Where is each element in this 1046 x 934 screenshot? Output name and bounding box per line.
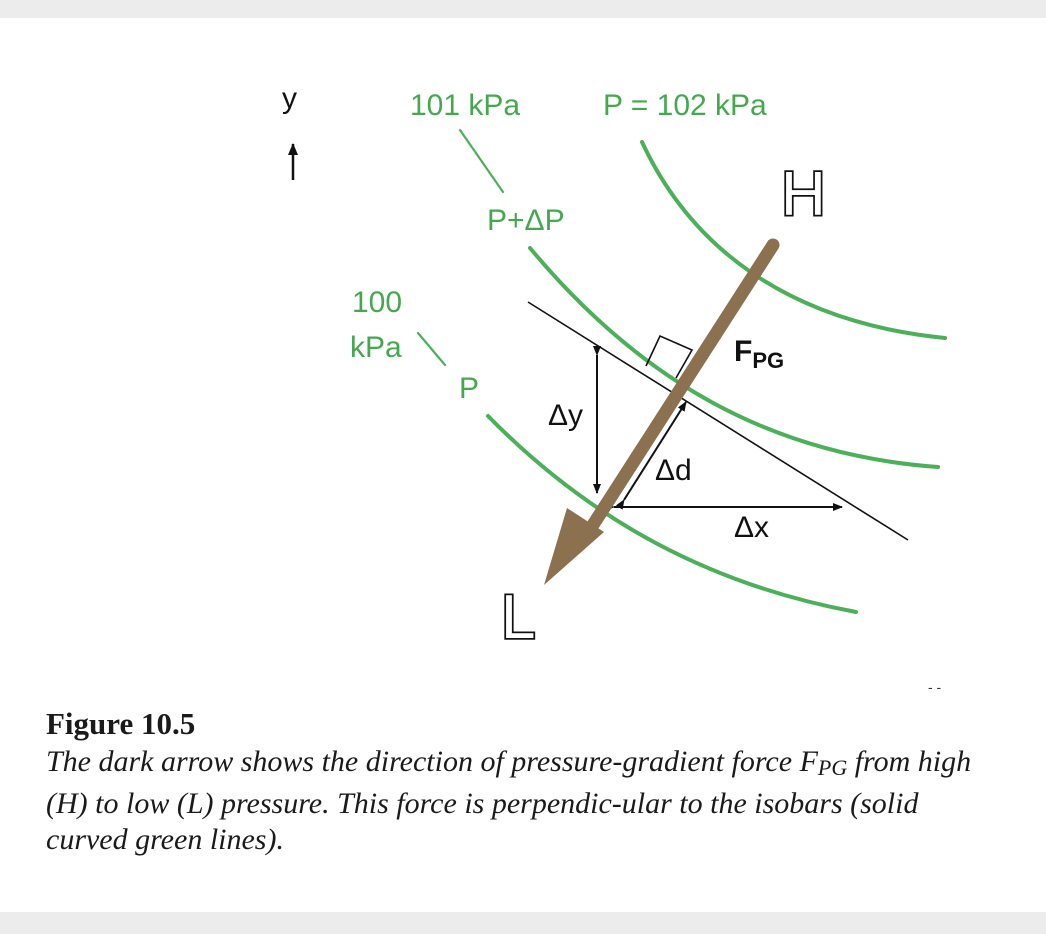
- force-arrow-head-icon: [544, 508, 604, 585]
- paper-edge-top: [0, 0, 1046, 18]
- isobar-label-p-plus-dp: P+ΔP: [487, 204, 565, 237]
- delta-x-label: Δx: [734, 511, 769, 544]
- isobar-101-kpa: [528, 246, 940, 469]
- leader-100-kpa: [416, 331, 447, 367]
- force-label-sub: PG: [752, 348, 784, 373]
- caption-force-sub: PG: [817, 755, 848, 780]
- force-arrow-shaft: [584, 238, 780, 535]
- high-pressure-label: H: [781, 160, 826, 229]
- isobar-label-100-line1: 100: [352, 286, 402, 319]
- isobar-100-kpa: [486, 414, 858, 614]
- caption-force-main: F: [799, 745, 818, 778]
- isobar-label-100-line2: kPa: [350, 331, 402, 364]
- leader-101-kpa: [458, 128, 505, 194]
- tangent-line: [527, 301, 909, 541]
- stray-mark: - -: [928, 679, 942, 695]
- pressure-gradient-diagram: y 101 kPa P = 102 kPa 100 kPa P+ΔP P Δy …: [282, 82, 947, 695]
- caption-force-label: FPG: [799, 745, 848, 780]
- isobar-label-p: P: [459, 372, 479, 405]
- isobar-label-101-kpa: 101 kPa: [410, 89, 520, 122]
- delta-d-label: Δd: [655, 454, 692, 487]
- caption-text: The dark arrow shows the direction of pr…: [46, 744, 1006, 858]
- force-label: FPG: [734, 335, 784, 373]
- caption-text-part1: The dark arrow shows the direction of pr…: [46, 745, 800, 778]
- isobar-label-102-kpa: P = 102 kPa: [603, 89, 767, 122]
- delta-y-label: Δy: [548, 399, 583, 432]
- right-angle-marker: [645, 334, 694, 379]
- caption-title: Figure 10.5: [46, 706, 196, 741]
- paper-edge-bottom: [0, 912, 1046, 934]
- pressure-gradient-force-arrow: [544, 238, 780, 585]
- low-pressure-label: L: [501, 583, 535, 652]
- figure-caption: Figure 10.5 The dark arrow shows the dir…: [46, 706, 1006, 858]
- y-axis-label: y: [282, 82, 297, 115]
- caption-text-part2: from high (H) to low (L) pressure. This …: [46, 745, 972, 856]
- delta-d-arrow: [615, 401, 687, 510]
- force-label-main: F: [734, 335, 752, 368]
